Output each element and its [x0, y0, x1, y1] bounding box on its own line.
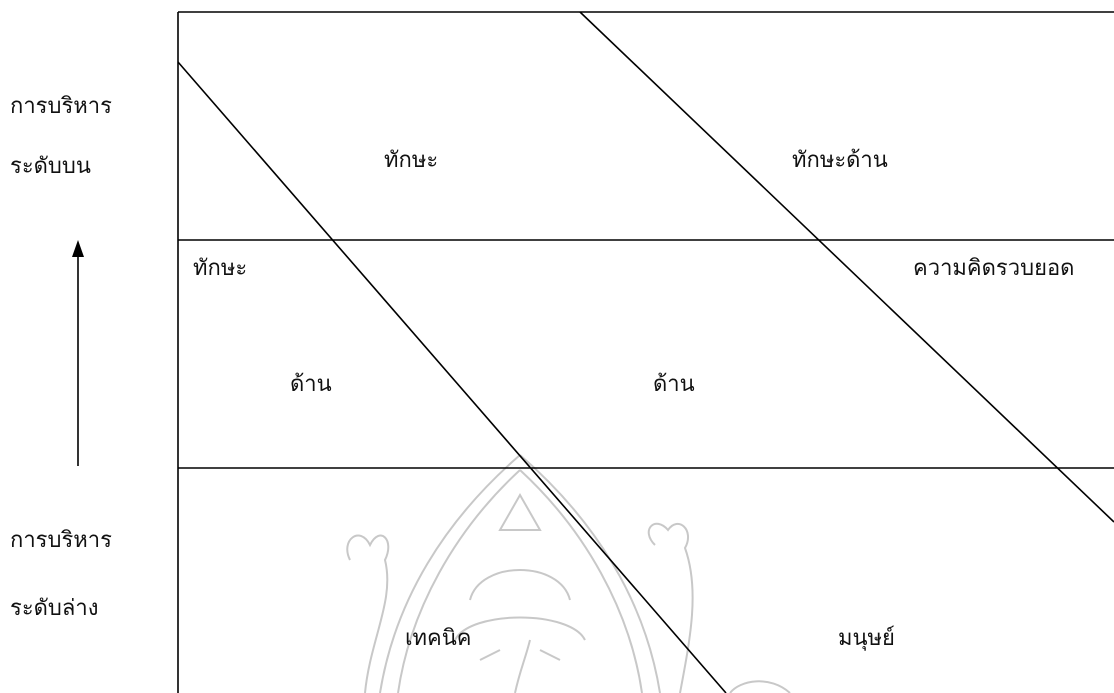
- diagonal-technical-human: [178, 62, 726, 693]
- technical-skill-top-label: ทักษะ: [384, 150, 438, 172]
- technical-skill-mid-label: ทักษะ: [193, 258, 247, 280]
- axis-bottom-label-line1: การบริหาร: [10, 530, 112, 552]
- conceptual-skill-name-label: ความคิดรวบยอด: [913, 258, 1074, 280]
- axis-bottom-label-line2: ระดับล่าง: [10, 598, 98, 620]
- axis-top-label-line2: ระดับบน: [10, 156, 91, 178]
- conceptual-skill-top-label: ทักษะด้าน: [792, 150, 888, 172]
- human-side-label: ด้าน: [653, 374, 695, 396]
- axis-top-label-line1: การบริหาร: [10, 96, 112, 118]
- technical-skill-name-label: เทคนิค: [405, 628, 472, 650]
- axis-arrow-head: [72, 240, 84, 257]
- technical-side-label: ด้าน: [290, 374, 332, 396]
- human-skill-name-label: มนุษย์: [838, 628, 895, 650]
